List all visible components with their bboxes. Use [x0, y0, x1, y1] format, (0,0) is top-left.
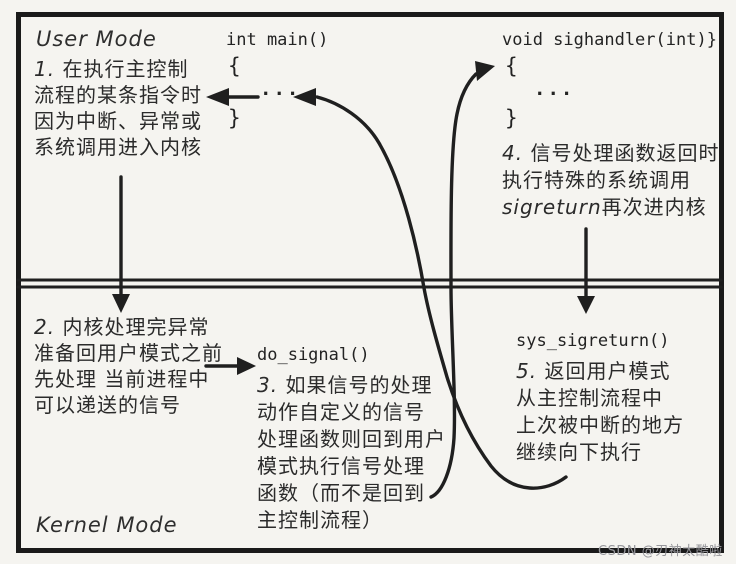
main-function-title: int main() [226, 30, 329, 50]
user-mode-label: User Mode [36, 27, 157, 51]
step5-note: 5. 返回用户模式从主控制流程中上次被中断的地方继续向下执行 [516, 359, 684, 464]
sighandler-body-ellipsis: ... [534, 78, 575, 100]
do-signal-function-title: do_signal() [257, 345, 370, 365]
kernel-mode-label: Kernel Mode [36, 513, 178, 537]
sighandler-function-title: void sighandler(int)} [502, 30, 717, 50]
step2-note: 2. 内核处理完异常准备回用户模式之前先处理 当前进程中可以递送的信号 [34, 315, 223, 417]
csdn-watermark: CSDN @刃神太酷啦 [598, 544, 723, 559]
main-body-ellipsis: ... [260, 78, 301, 100]
diagram-frame [16, 12, 724, 553]
sighandler-close-brace: } [505, 106, 518, 130]
step3-note: 3. 如果信号的处理动作自定义的信号处理函数则回到用户模式执行信号处理函数（而不… [257, 373, 446, 532]
main-close-brace: } [228, 106, 241, 130]
main-open-brace: { [228, 54, 241, 78]
step1-note: 1. 在执行主控制流程的某条指令时因为中断、异常或系统调用进入内核 [34, 57, 202, 159]
sys-sigreturn-function-title: sys_sigreturn() [516, 331, 670, 351]
sighandler-open-brace: { [505, 54, 518, 78]
